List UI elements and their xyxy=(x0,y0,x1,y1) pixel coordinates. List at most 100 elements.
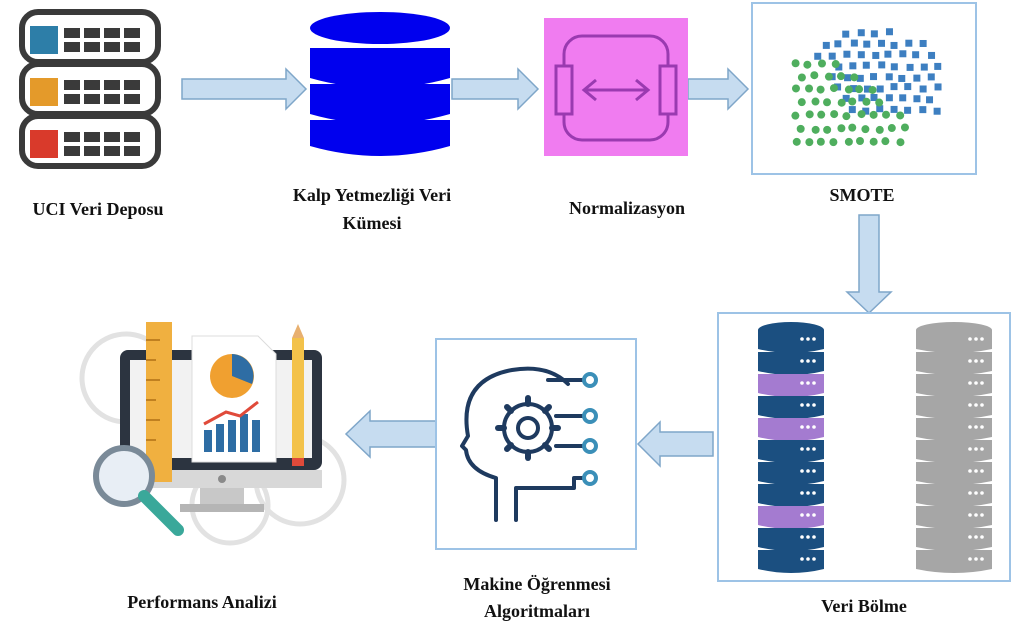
blue-point xyxy=(904,83,912,91)
arrow-ml-to-performance xyxy=(344,409,437,459)
label-normalization: Normalizasyon xyxy=(569,198,685,218)
blue-point xyxy=(934,62,942,70)
blue-point xyxy=(870,30,878,38)
green-point xyxy=(862,97,871,106)
rack-unit xyxy=(916,352,992,371)
green-point xyxy=(896,111,905,120)
green-point xyxy=(896,138,905,147)
blue-point xyxy=(912,51,920,59)
label-dataset-line2: Kümesi xyxy=(342,213,401,233)
green-point xyxy=(816,85,825,94)
blue-point xyxy=(890,105,898,113)
blue-point xyxy=(850,85,858,93)
label-smote: SMOTE xyxy=(829,185,894,205)
green-point xyxy=(811,125,820,134)
blue-point xyxy=(885,94,893,102)
blue-point xyxy=(844,74,852,82)
green-point xyxy=(875,98,884,107)
database-icon xyxy=(310,12,450,156)
rack-unit xyxy=(758,352,824,371)
blue-point xyxy=(933,107,941,115)
green-point xyxy=(881,137,890,146)
blue-point xyxy=(919,39,927,47)
green-point xyxy=(831,60,840,69)
green-point xyxy=(791,84,800,93)
green-point xyxy=(869,137,878,146)
blue-point xyxy=(857,51,865,59)
blue-point xyxy=(927,73,935,81)
blue-point xyxy=(870,73,878,81)
analytics-monitor-icon xyxy=(79,322,347,546)
rack-unit xyxy=(916,550,992,569)
arrow-smote-to-split xyxy=(845,214,893,315)
rack-unit xyxy=(758,330,824,349)
green-point xyxy=(792,137,801,146)
green-point xyxy=(837,98,846,107)
blue-point xyxy=(926,96,934,104)
rack-unit xyxy=(758,550,824,569)
green-point xyxy=(875,125,884,134)
green-point xyxy=(811,97,820,106)
rack-unit xyxy=(916,440,992,459)
arrow-dataset-to-normalization xyxy=(451,67,540,111)
green-point xyxy=(805,138,814,147)
blue-point xyxy=(898,74,906,82)
green-point xyxy=(816,137,825,146)
blue-point xyxy=(913,95,921,103)
blue-point xyxy=(920,63,928,71)
green-point xyxy=(868,85,877,94)
green-point xyxy=(823,98,832,107)
server-rack-icon xyxy=(758,322,824,573)
label-split: Veri Bölme xyxy=(821,596,907,616)
rack-unit xyxy=(758,484,824,503)
blue-point xyxy=(835,63,843,71)
rack-unit xyxy=(916,330,992,349)
green-point xyxy=(805,110,814,119)
rack-unit xyxy=(758,374,824,393)
rack-unit xyxy=(758,440,824,459)
green-point xyxy=(829,84,838,93)
green-point xyxy=(797,73,806,82)
blue-point xyxy=(919,106,927,114)
blue-point xyxy=(814,52,822,60)
server-stack-icon xyxy=(19,9,161,169)
blue-point xyxy=(863,40,871,48)
server-rack-gray-icon xyxy=(916,322,992,573)
blue-point xyxy=(890,63,898,71)
server-unit xyxy=(19,113,161,169)
green-point xyxy=(856,137,865,146)
rack-unit xyxy=(916,418,992,437)
gear-teeth xyxy=(495,395,561,461)
green-point xyxy=(887,124,896,133)
blue-point xyxy=(876,105,884,113)
resize-horizontal-icon xyxy=(544,18,688,156)
blue-point xyxy=(843,50,851,58)
blue-point xyxy=(828,52,836,60)
blue-point xyxy=(884,50,892,58)
blue-point xyxy=(862,61,870,69)
green-point xyxy=(837,124,846,133)
arrow-uci-to-dataset xyxy=(181,67,308,111)
blue-point xyxy=(834,40,842,48)
green-point xyxy=(791,59,800,68)
blue-point xyxy=(928,51,936,59)
blue-point xyxy=(842,94,850,102)
green-point xyxy=(882,110,891,119)
rack-unit xyxy=(916,374,992,393)
rack-unit xyxy=(916,506,992,525)
label-dataset-line1: Kalp Yetmezliği Veri xyxy=(293,185,451,205)
rack-unit xyxy=(758,396,824,415)
blue-point xyxy=(890,41,898,49)
green-point xyxy=(830,110,839,119)
blue-point xyxy=(905,39,913,47)
rack-unit xyxy=(758,418,824,437)
blue-point xyxy=(899,50,907,58)
rack-unit xyxy=(758,528,824,547)
blue-point xyxy=(890,83,898,91)
green-point xyxy=(805,84,814,93)
green-point xyxy=(796,124,805,133)
green-point xyxy=(836,72,845,81)
blue-point xyxy=(863,85,871,93)
arrow-normalization-to-smote xyxy=(687,67,750,111)
